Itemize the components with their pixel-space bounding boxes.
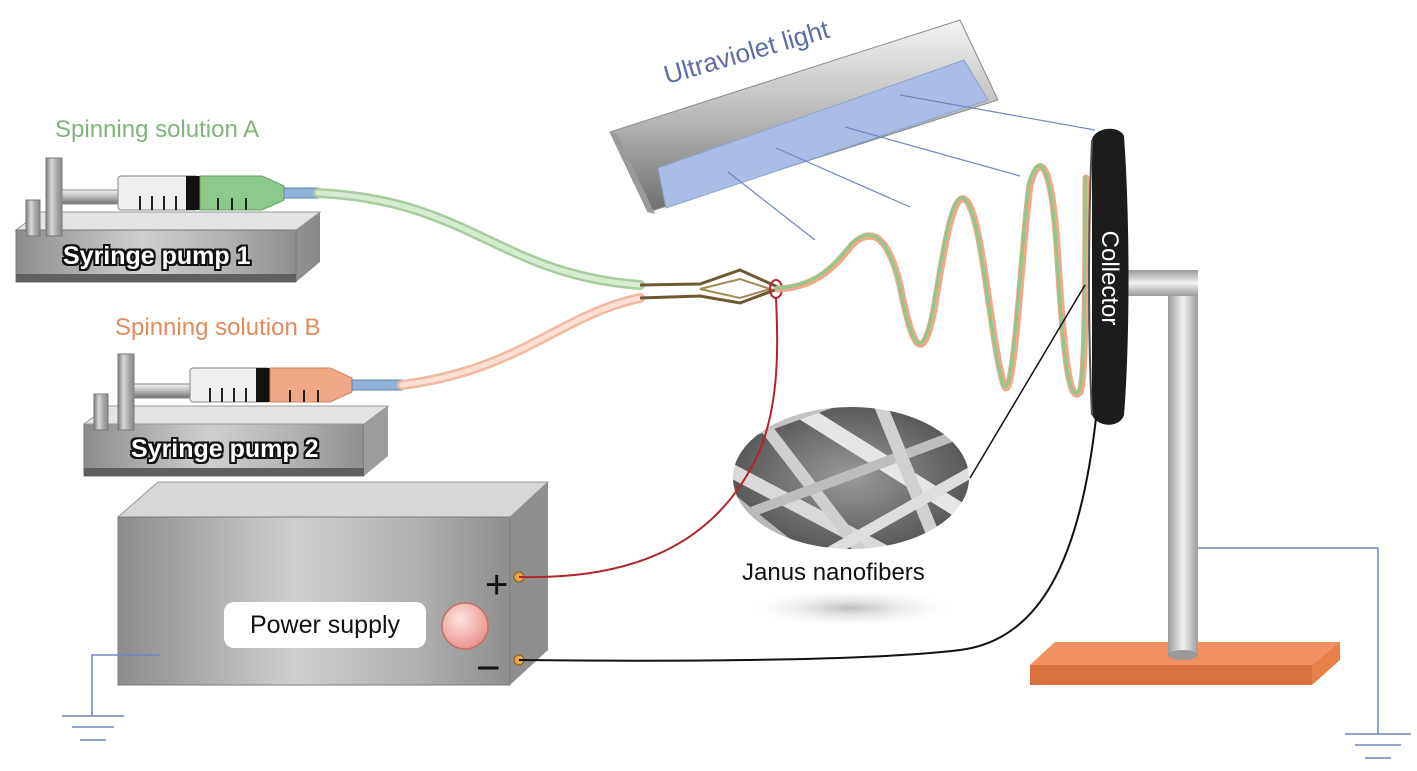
collector-disc [1088,128,1129,425]
negative-sign: − [476,644,501,691]
spinning-solution-b-label: Spinning solution B [115,314,321,341]
syringe-pump-2-label: Syringe pump 2 [131,435,319,463]
positive-sign: + [485,563,509,607]
syringe-pump-1 [14,157,322,283]
uv-rays [727,94,1096,241]
janus-fiber-jet [774,163,1090,398]
tube-solution-a [313,188,645,290]
negative-wire [518,417,1097,662]
ground-left [62,654,160,741]
power-supply-label: Power supply [224,602,426,648]
spinning-solution-a-label: Spinning solution A [55,116,260,143]
janus-nanofibers-label: Janus nanofibers [742,559,925,586]
syringe-pump-2 [82,353,403,477]
collector-label: Collector [1096,230,1123,326]
sem-image-inset [731,284,1086,628]
ground-right [1198,547,1411,759]
positive-wire [518,297,779,579]
uv-lamp [609,19,999,214]
uv-emitter-panel [657,59,989,209]
collector-stand [1030,270,1340,685]
power-knob [441,602,489,650]
power-supply [116,481,550,686]
inset-pointer-line [969,284,1086,479]
spinneret [639,268,784,305]
syringe-pump-1-label: Syringe pump 1 [63,242,251,270]
